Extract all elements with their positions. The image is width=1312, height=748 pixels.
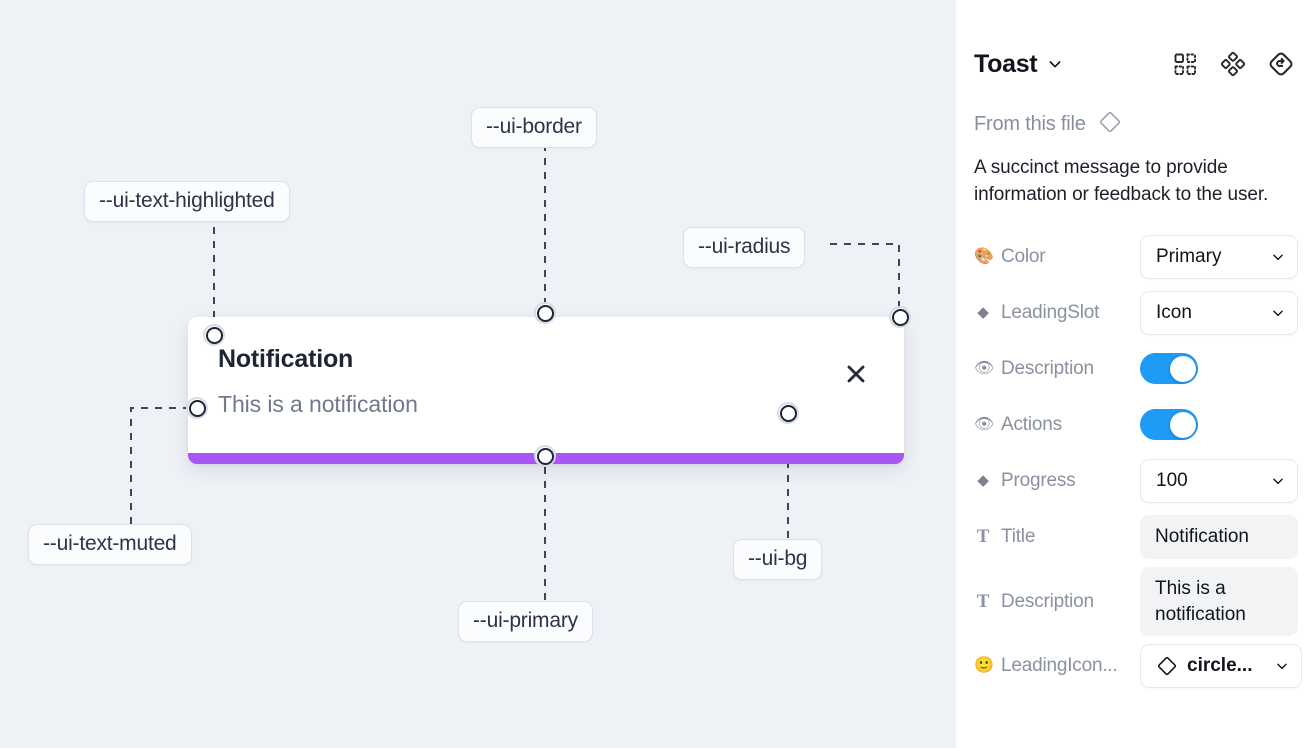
property-control-description [1140,353,1294,385]
color-select-value: Primary [1156,245,1222,267]
property-label-description-text: T Description [974,591,1140,613]
property-row-title: T Title Notification [974,511,1298,563]
property-control-leadingslot: Icon [1140,290,1298,335]
property-control-actions [1140,409,1294,441]
token-pill-ui-text-muted[interactable]: --ui-text-muted [28,524,192,566]
color-select[interactable]: Primary [1140,234,1298,279]
description-toggle[interactable] [1140,353,1198,385]
property-name-color: Color [1001,245,1046,267]
title-input[interactable]: Notification [1140,514,1298,559]
property-row-description: 👁 Description [974,343,1294,395]
property-row-color: 🎨 Color Primary [974,231,1298,283]
component-diamond-icon[interactable] [1220,51,1246,77]
chevron-down-icon [1271,306,1285,320]
chevron-down-icon [1271,474,1285,488]
eye-icon: 👁 [974,359,995,377]
property-label-leadingslot: ◆ LeadingSlot [974,302,1140,324]
leadingslot-select[interactable]: Icon [1140,290,1298,335]
property-control-color: Primary [1140,234,1298,279]
diamond-icon: ◆ [977,472,989,490]
leadingslot-select-value: Icon [1156,301,1192,323]
leadingicon-select[interactable]: circle... [1140,644,1302,689]
panel-header-icons [1172,51,1294,77]
toggle-knob [1169,411,1196,438]
description-input[interactable]: This is a notification [1140,566,1298,637]
from-this-file-label: From this file [974,113,1086,135]
close-icon[interactable] [843,361,869,387]
palette-icon: 🎨 [974,247,994,265]
property-name-leadingslot: LeadingSlot [1001,301,1100,323]
handle-radius[interactable] [889,306,911,328]
property-name-progress: Progress [1001,469,1076,491]
token-pill-ui-text-highlighted[interactable]: --ui-text-highlighted [84,181,290,223]
toast-description: This is a notification [218,391,418,417]
toast-title: Notification [218,345,354,373]
handle-text-muted[interactable] [186,397,208,419]
reset-component-icon[interactable] [1268,51,1294,77]
component-description: A succinct message to provide informatio… [974,157,1269,205]
handle-bg[interactable] [777,402,799,424]
progress-select[interactable]: 100 [1140,458,1298,503]
actions-toggle[interactable] [1140,409,1198,441]
panel-title: Toast [974,49,1038,78]
property-control-title: Notification [1140,514,1298,559]
leadingicon-select-value: circle... [1187,655,1253,677]
property-name-title: Title [1001,525,1036,547]
property-control-progress: 100 [1140,458,1298,503]
handle-primary[interactable] [534,445,556,467]
property-name-actions: Actions [1001,413,1062,435]
toast-preview-card[interactable]: Notification This is a notification [188,317,904,464]
chevron-down-icon[interactable] [1047,56,1063,72]
emoji-smile-icon: 🙂 [974,657,994,675]
toggle-knob [1169,355,1196,382]
property-row-leadingslot: ◆ LeadingSlot Icon [974,287,1298,339]
text-icon: T [976,526,990,548]
diamond-outline-icon [1098,110,1122,139]
property-label-description: 👁 Description [974,358,1140,380]
property-row-actions: 👁 Actions [974,399,1294,451]
property-name-leadingicon: LeadingIcon... [1001,655,1118,677]
property-label-leadingicon: 🙂 LeadingIcon... [974,655,1140,677]
token-pill-ui-border[interactable]: --ui-border [471,107,597,149]
handle-text-highlighted[interactable] [203,324,225,346]
variants-grid-icon[interactable] [1172,51,1198,77]
diamond-icon: ◆ [977,304,989,322]
chevron-down-icon [1271,250,1285,264]
property-row-description-text: T Description This is a notification [974,566,1298,637]
token-pill-ui-primary[interactable]: --ui-primary [458,601,593,643]
chevron-down-icon [1275,659,1289,673]
properties-panel: Toast [956,0,1312,748]
token-pill-ui-radius[interactable]: --ui-radius [683,227,806,269]
property-control-leadingicon: circle... [1140,644,1302,689]
design-canvas[interactable]: Notification This is a notification --ui… [0,0,956,748]
text-icon: T [976,591,990,613]
property-name-description-text: Description [1001,590,1094,612]
property-row-leadingicon: 🙂 LeadingIcon... circle... [974,640,1302,692]
property-label-progress: ◆ Progress [974,470,1140,492]
handle-border[interactable] [534,302,556,324]
progress-select-value: 100 [1156,469,1188,491]
property-label-actions: 👁 Actions [974,414,1140,436]
property-control-description-text: This is a notification [1140,566,1298,637]
property-row-progress: ◆ Progress 100 [974,455,1298,507]
eye-icon: 👁 [974,415,995,433]
from-this-file[interactable]: From this file [974,110,1294,139]
property-label-title: T Title [974,526,1140,548]
property-name-description: Description [1001,357,1094,379]
token-pill-ui-bg[interactable]: --ui-bg [733,539,823,581]
property-label-color: 🎨 Color [974,246,1140,268]
panel-header: Toast [974,28,1294,100]
diamond-outline-icon [1156,655,1178,677]
